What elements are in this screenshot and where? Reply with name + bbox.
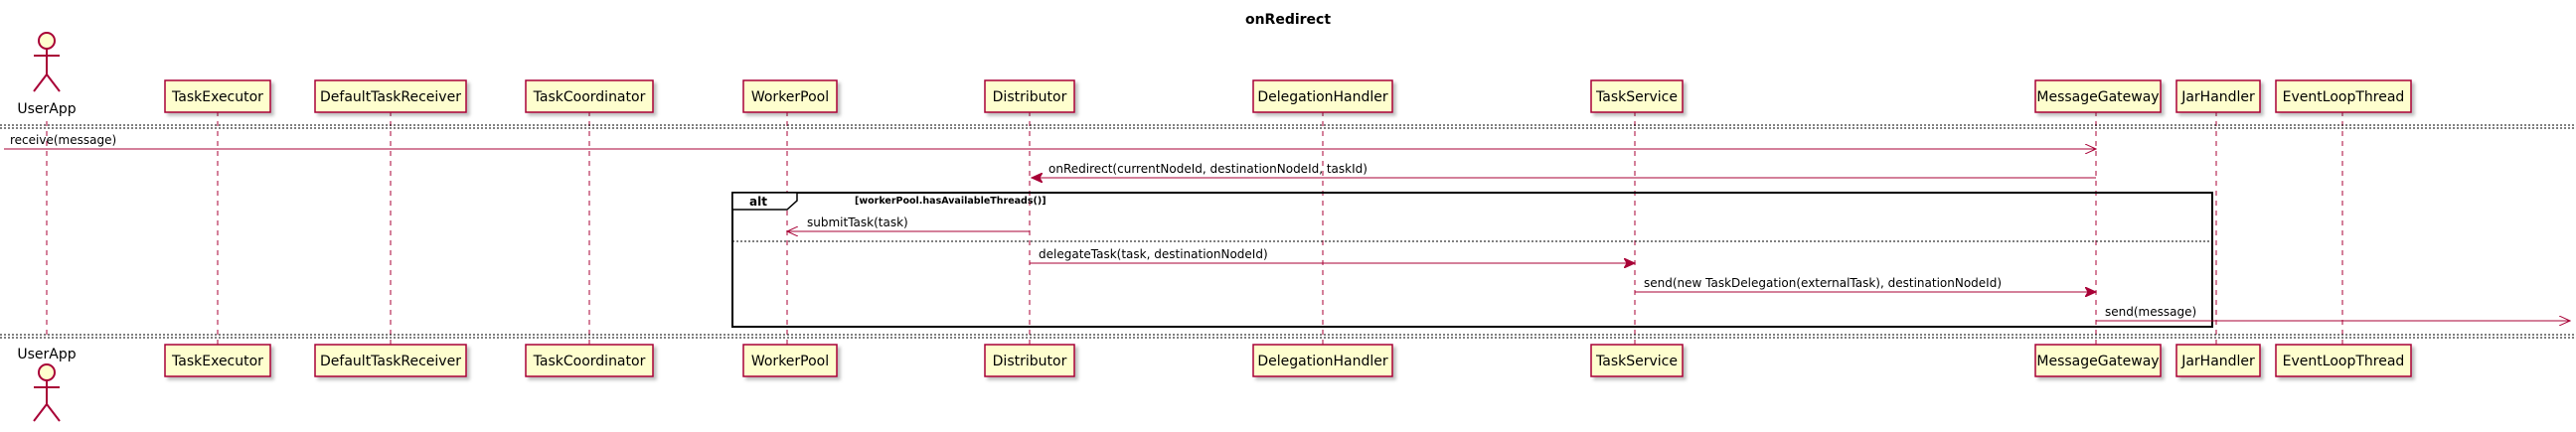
participant-messagegateway-bottom: MessageGateway	[2034, 344, 2162, 377]
participant-delegationhandler-top: DelegationHandler	[1252, 79, 1393, 113]
participant-label: Distributor	[993, 89, 1067, 105]
actor-userapp-bottom: UserApp	[17, 347, 77, 422]
participant-eventloopthread-top: EventLoopThread	[2275, 79, 2412, 113]
participant-label: EventLoopThread	[2283, 354, 2405, 369]
actor-userapp-top: UserApp	[17, 32, 77, 117]
participant-distributor-bottom: Distributor	[984, 344, 1075, 377]
participant-eventloopthread-bottom: EventLoopThread	[2275, 344, 2412, 377]
participant-label: TaskCoordinator	[533, 354, 646, 369]
participant-defaulttaskreceiver-top: DefaultTaskReceiver	[314, 79, 467, 113]
participant-distributor-top: Distributor	[984, 79, 1075, 113]
participant-jarhandler-bottom: JarHandler	[2175, 344, 2261, 377]
participant-delegationhandler-bottom: DelegationHandler	[1252, 344, 1393, 377]
participant-label: Distributor	[993, 354, 1067, 369]
message-label: send(message)	[2105, 305, 2196, 319]
participant-label: TaskService	[1595, 89, 1678, 105]
participant-workerpool-top: WorkerPool	[742, 79, 838, 113]
actor-label: UserApp	[17, 347, 76, 362]
participant-taskservice-top: TaskService	[1590, 79, 1684, 113]
diagram-title: onRedirect	[1245, 12, 1331, 28]
participant-taskservice-bottom: TaskService	[1590, 344, 1684, 377]
participant-label: MessageGateway	[2036, 89, 2159, 105]
participant-taskcoordinator-bottom: TaskCoordinator	[525, 344, 654, 377]
participant-label: JarHandler	[2180, 354, 2255, 369]
participant-label: WorkerPool	[751, 89, 829, 105]
participant-label: JarHandler	[2180, 89, 2255, 105]
alt-guard: [workerPool.hasAvailableThreads()]	[855, 196, 1046, 207]
message-label: send(new TaskDelegation(externalTask), d…	[1644, 276, 2002, 290]
participant-messagegateway-top: MessageGateway	[2034, 79, 2162, 113]
participant-label: TaskService	[1595, 354, 1678, 369]
participant-label: DefaultTaskReceiver	[320, 354, 461, 369]
participant-label: DelegationHandler	[1257, 354, 1388, 369]
participant-workerpool-bottom: WorkerPool	[742, 344, 838, 377]
actor-label: UserApp	[17, 101, 76, 117]
participant-taskcoordinator-top: TaskCoordinator	[525, 79, 654, 113]
alt-keyword: alt	[749, 195, 767, 209]
participant-label: DefaultTaskReceiver	[320, 89, 461, 105]
participant-taskexecutor-bottom: TaskExecutor	[164, 344, 271, 377]
participant-label: TaskCoordinator	[533, 89, 646, 105]
participant-label: EventLoopThread	[2283, 89, 2405, 105]
message-label: onRedirect(currentNodeId, destinationNod…	[1048, 162, 1368, 176]
participant-label: TaskExecutor	[171, 89, 263, 105]
message-label: receive(message)	[10, 133, 116, 147]
alt-fragment: alt [workerPool.hasAvailableThreads()]	[731, 192, 2213, 328]
participant-label: WorkerPool	[751, 354, 829, 369]
message-label: submitTask(task)	[807, 216, 908, 229]
participant-label: DelegationHandler	[1257, 89, 1388, 105]
message-label: delegateTask(task, destinationNodeId)	[1039, 247, 1268, 261]
participant-label: MessageGateway	[2036, 354, 2159, 369]
participant-defaulttaskreceiver-bottom: DefaultTaskReceiver	[314, 344, 467, 377]
participant-jarhandler-top: JarHandler	[2175, 79, 2261, 113]
participant-label: TaskExecutor	[171, 354, 263, 369]
participant-taskexecutor-top: TaskExecutor	[164, 79, 271, 113]
